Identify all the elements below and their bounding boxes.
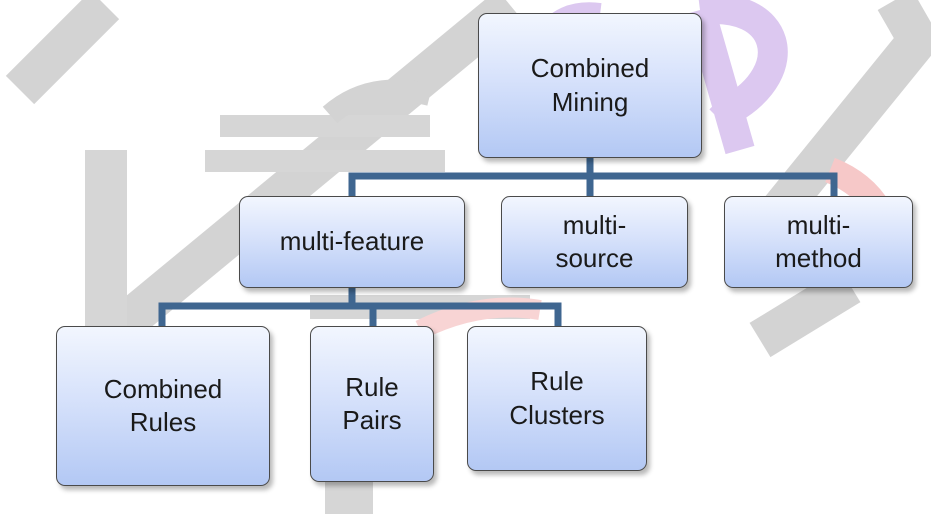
node-multi-method: multi- method: [724, 196, 913, 288]
node-combined-mining: Combined Mining: [478, 13, 702, 158]
watermark-right-roof: [764, 0, 931, 223]
node-multi-feature: multi-feature: [239, 196, 465, 288]
watermark-arc: [322, 79, 433, 124]
watermark-letter-p: [685, 0, 788, 155]
node-rule-pairs: Rule Pairs: [310, 326, 434, 482]
watermark-bar-2: [205, 150, 445, 172]
watermark-diagonal-band: [67, 0, 523, 376]
watermark-left-roof: [5, 0, 120, 105]
node-multi-source: multi- source: [501, 196, 688, 288]
node-rule-clusters: Rule Clusters: [467, 326, 647, 471]
watermark-bar-1: [220, 115, 430, 137]
node-combined-rules: Combined Rules: [56, 326, 270, 486]
watermark-lower-right: [749, 267, 861, 358]
